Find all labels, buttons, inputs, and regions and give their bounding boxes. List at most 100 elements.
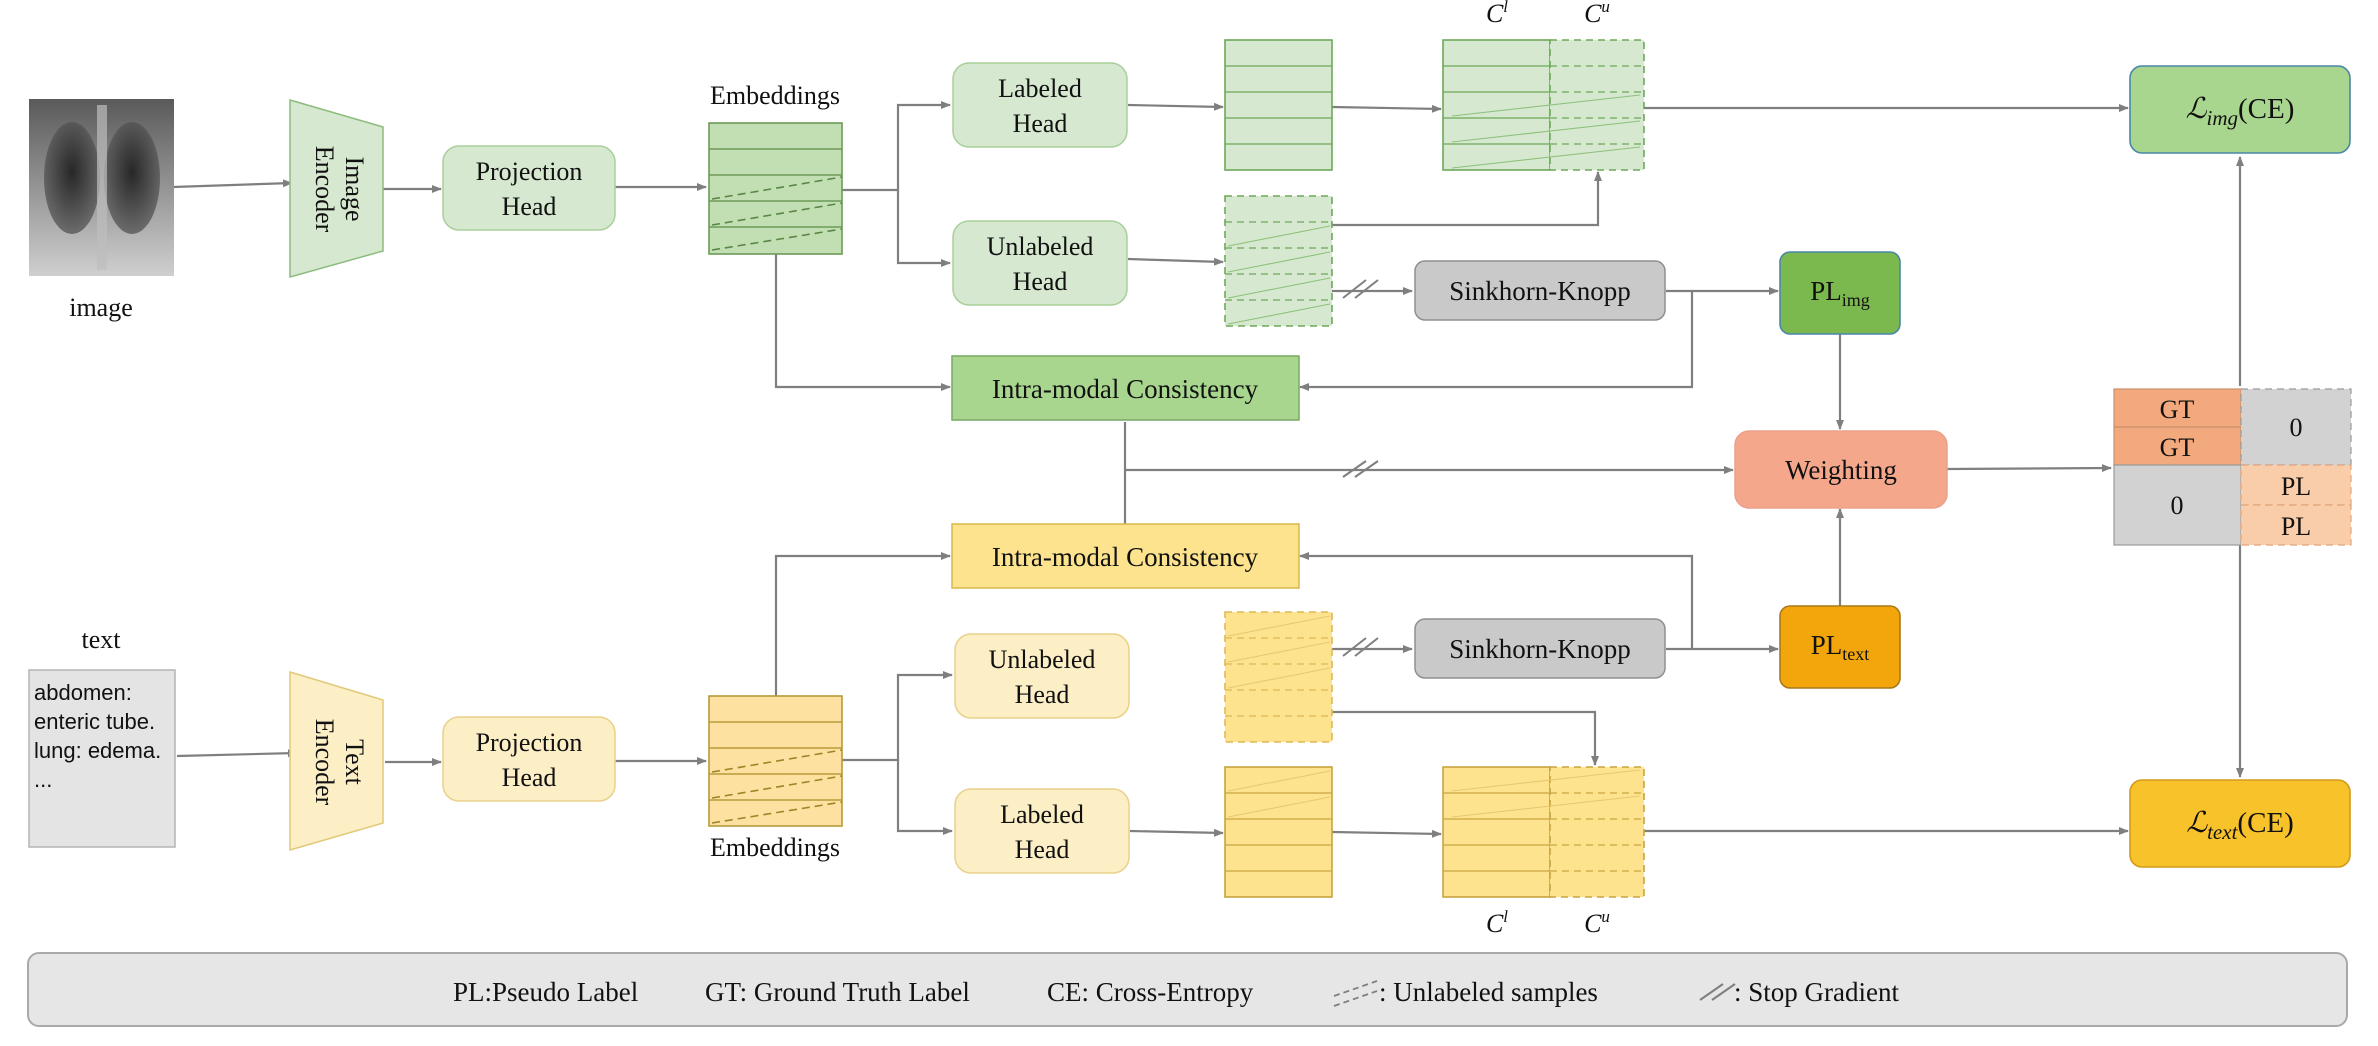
- legend-stop-gradient: : Stop Gradient: [1734, 977, 1899, 1007]
- svg-text:Intra-modal Consistency: Intra-modal Consistency: [992, 542, 1259, 572]
- svg-text:PLimg: PLimg: [1810, 276, 1870, 310]
- text-report-line-4: ...: [34, 767, 52, 792]
- matrix-pl-2: [2240, 504, 2352, 546]
- text-unlabeled-head: Unlabeled Head: [954, 633, 1130, 719]
- image-intra-modal-consistency: Intra-modal Consistency: [951, 355, 1300, 421]
- svg-text:Head: Head: [1013, 267, 1068, 296]
- legend-stop-gradient-icon: [1699, 983, 1736, 1001]
- svg-text:Unlabeled: Unlabeled: [987, 232, 1094, 261]
- arrow-text-emb-to-consistency: [774, 552, 951, 696]
- text-report-box: [28, 669, 176, 848]
- text-report-line-3: lung: edema.: [34, 738, 161, 763]
- image-unlabeled-head: Unlabeled Head: [952, 220, 1128, 306]
- svg-text:0: 0: [2290, 413, 2303, 442]
- arrow-labeled-head-to-logits: [1127, 102, 1224, 111]
- image-input: image: [29, 99, 174, 322]
- image-encoder-label-1: Image: [340, 157, 369, 222]
- svg-text:Head: Head: [502, 763, 557, 792]
- text-labeled-logits: [1224, 766, 1333, 898]
- legend: PL:Pseudo Label GT: Ground Truth Label C…: [27, 952, 2348, 1027]
- svg-text:Sinkhorn-Knopp: Sinkhorn-Knopp: [1449, 276, 1631, 306]
- text-encoder-label-1: Text: [340, 739, 369, 786]
- matrix-pl-1: [2240, 464, 2352, 506]
- text-input: text abdomen: enteric tube. lung: edema.…: [28, 625, 176, 848]
- svg-text:Labeled: Labeled: [1000, 800, 1084, 829]
- legend-unlabeled-icon: [1333, 980, 1378, 1007]
- loss-img: ℒimg(CE): [2129, 65, 2351, 154]
- svg-text:Head: Head: [1015, 835, 1070, 864]
- arrow-text-emb-to-unlabeled: [842, 671, 953, 762]
- image-labeled-head: Labeled Head: [952, 62, 1128, 148]
- classifier-label-cl-top: Cl: [1486, 0, 1508, 28]
- matrix-zero-top: [2240, 388, 2352, 466]
- svg-text:Head: Head: [1015, 680, 1070, 709]
- matrix-gt-1: [2113, 388, 2242, 428]
- arrow-text-emb-to-labeled: [896, 760, 953, 835]
- arrow-pl-img-to-consistency: [1299, 291, 1694, 391]
- text-sinkhorn-knopp: Sinkhorn-Knopp: [1414, 618, 1666, 679]
- text-concat-logits: Cl Cu: [1442, 766, 1645, 938]
- svg-text:Weighting: Weighting: [1785, 455, 1897, 485]
- arrow-text-labeled-head-to-logits: [1129, 828, 1224, 837]
- text-report-line-1: abdomen:: [34, 680, 132, 705]
- image-encoder-label-2: Encoder: [310, 146, 339, 233]
- text-unlabeled-logits: [1224, 611, 1333, 743]
- svg-text:Sinkhorn-Knopp: Sinkhorn-Knopp: [1449, 634, 1631, 664]
- pl-text: PLtext: [1779, 605, 1901, 689]
- weighting-block: Weighting: [1734, 430, 1948, 509]
- image-encoder: Image Encoder: [289, 99, 384, 278]
- svg-text:Head: Head: [1013, 109, 1068, 138]
- text-encoder-label-2: Encoder: [310, 719, 339, 806]
- legend-pl: PL:Pseudo Label: [453, 977, 638, 1007]
- text-embeddings: Embeddings: [708, 695, 843, 862]
- image-unlabeled-logits: [1224, 195, 1333, 327]
- image-sinkhorn-knopp: Sinkhorn-Knopp: [1414, 260, 1666, 321]
- legend-gt: GT: Ground Truth Label: [705, 977, 970, 1007]
- arrow-image-emb-to-consistency: [774, 254, 951, 391]
- image-embeddings-label: Embeddings: [710, 81, 840, 110]
- text-labeled-head: Labeled Head: [954, 788, 1130, 874]
- svg-text:ℒimg(CE): ℒimg(CE): [2186, 93, 2295, 130]
- image-label: image: [69, 293, 133, 322]
- loss-text: ℒtext(CE): [2129, 779, 2351, 868]
- classifier-label-cl-bottom: Cl: [1486, 907, 1508, 938]
- image-projection-head: Projection Head: [442, 145, 616, 231]
- stop-gradient-marks: [1342, 279, 1379, 657]
- image-concat-logits: Cl Cu: [1442, 0, 1645, 171]
- svg-text:Projection: Projection: [476, 728, 583, 757]
- arrow-pl-text-to-consistency: [1299, 552, 1694, 649]
- arrow-text-unlabeled-logits-down: [1332, 710, 1599, 766]
- arrow-weighting-to-matrix: [1946, 464, 2112, 473]
- arrow-logits-to-concat: [1331, 104, 1442, 113]
- matrix-zero-bottom: [2113, 464, 2242, 546]
- arrow-image-to-encoder: [172, 179, 293, 189]
- image-labeled-logits: [1224, 39, 1333, 171]
- arrow-text-to-encoder: [176, 749, 298, 758]
- svg-text:0: 0: [2171, 491, 2184, 520]
- svg-text:Head: Head: [502, 192, 557, 221]
- text-report-line-2: enteric tube.: [34, 709, 155, 734]
- arrow-image-emb-to-unlabeled: [896, 190, 951, 267]
- svg-text:Labeled: Labeled: [998, 74, 1082, 103]
- svg-text:Intra-modal Consistency: Intra-modal Consistency: [992, 374, 1259, 404]
- svg-text:Unlabeled: Unlabeled: [989, 645, 1096, 674]
- svg-text:PL: PL: [2281, 512, 2311, 541]
- text-intra-modal-consistency: Intra-modal Consistency: [951, 523, 1300, 589]
- classifier-label-cu-top: Cu: [1584, 0, 1610, 28]
- text-embeddings-label: Embeddings: [710, 833, 840, 862]
- xray-lung-right: [104, 122, 160, 234]
- svg-text:PLtext: PLtext: [1811, 630, 1870, 664]
- xray-lung-left: [44, 122, 100, 234]
- legend-ce: CE: Cross-Entropy: [1047, 977, 1254, 1007]
- legend-content: PL:Pseudo Label GT: Ground Truth Label C…: [453, 977, 1899, 1007]
- label-matrix: GT GT 0 0 PL PL: [2113, 388, 2352, 546]
- arrow-unlabeled-logits-up: [1332, 171, 1602, 227]
- connectors: [172, 101, 2244, 838]
- text-encoder: Text Encoder: [289, 670, 384, 851]
- svg-text:ℒtext(CE): ℒtext(CE): [2186, 807, 2294, 844]
- svg-text:GT: GT: [2160, 395, 2195, 424]
- arrow-image-emb-to-labeled: [842, 101, 951, 192]
- text-label: text: [82, 625, 122, 654]
- arrow-text-logits-to-concat: [1331, 829, 1442, 838]
